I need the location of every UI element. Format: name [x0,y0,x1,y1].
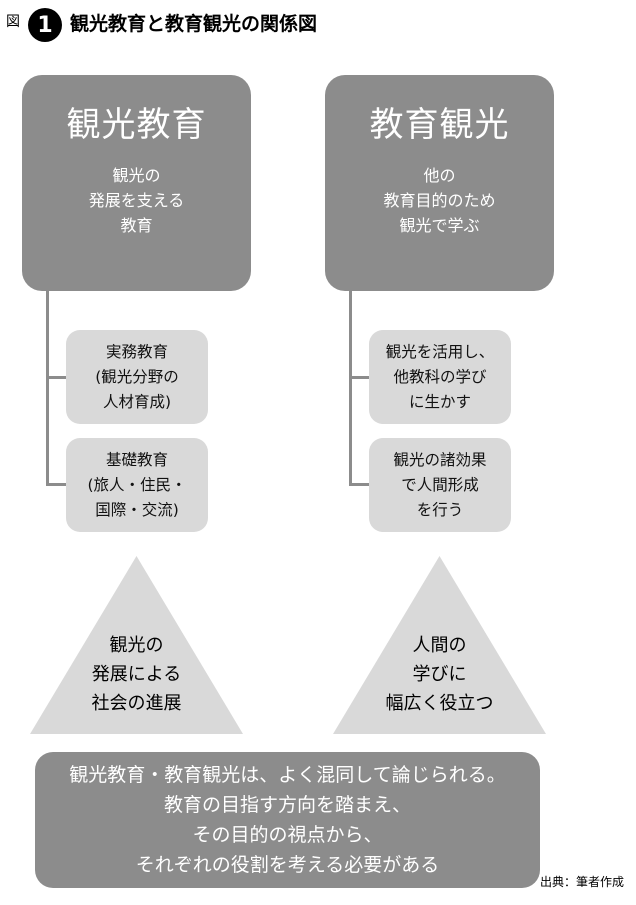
left-sub-box-1-text: 実務教育 (観光分野の 人材育成) [95,342,179,411]
summary-box: 観光教育・教育観光は、よく混同して論じられる。 教育の目指す方向を踏まえ、 その… [35,752,540,888]
figure-number-badge: 1 [28,8,62,42]
right-sub-box-2-text: 観光の諸効果 で人間形成 を行う [393,450,487,519]
right-connector-branch-1 [349,376,369,379]
figure-title: 観光教育と教育観光の関係図 [70,13,318,35]
left-sub-box-1: 実務教育 (観光分野の 人材育成) [66,330,208,424]
right-connector-branch-2 [349,483,369,486]
right-triangle-text: 人間の 学びに 幅広く役立つ [385,635,494,714]
kanko-kyoiku-box: 観光教育 観光の 発展を支える 教育 [22,75,251,291]
kyoiku-kanko-title: 教育観光 [369,105,510,145]
figure-label: 図 [6,14,20,30]
left-sub-box-2: 基礎教育 (旅人・住民・ 国際・交流) [66,438,208,532]
right-sub-box-1-text: 観光を活用し、 他教科の学び に生かす [385,342,495,411]
summary-text: 観光教育・教育観光は、よく混同して論じられる。 教育の目指す方向を踏まえ、 その… [69,764,506,876]
right-triangle [333,556,546,734]
left-connector-vertical [46,291,49,484]
kanko-kyoiku-description: 観光の 発展を支える 教育 [88,166,185,235]
left-triangle [30,556,243,734]
left-connector-branch-2 [46,483,66,486]
left-sub-box-2-text: 基礎教育 (旅人・住民・ 国際・交流) [87,450,187,519]
kanko-kyoiku-title: 観光教育 [66,105,207,145]
kyoiku-kanko-box: 教育観光 他の 教育目的のため 観光で学ぶ [325,75,554,291]
right-sub-box-2: 観光の諸効果 で人間形成 を行う [369,438,511,532]
right-connector-vertical [349,291,352,484]
right-sub-box-1: 観光を活用し、 他教科の学び に生かす [369,330,511,424]
left-connector-branch-1 [46,376,66,379]
source-note: 出典：筆者作成 [540,875,625,889]
kyoiku-kanko-description: 他の 教育目的のため 観光で学ぶ [383,166,496,235]
left-triangle-text: 観光の 発展による 社会の進展 [91,635,182,714]
